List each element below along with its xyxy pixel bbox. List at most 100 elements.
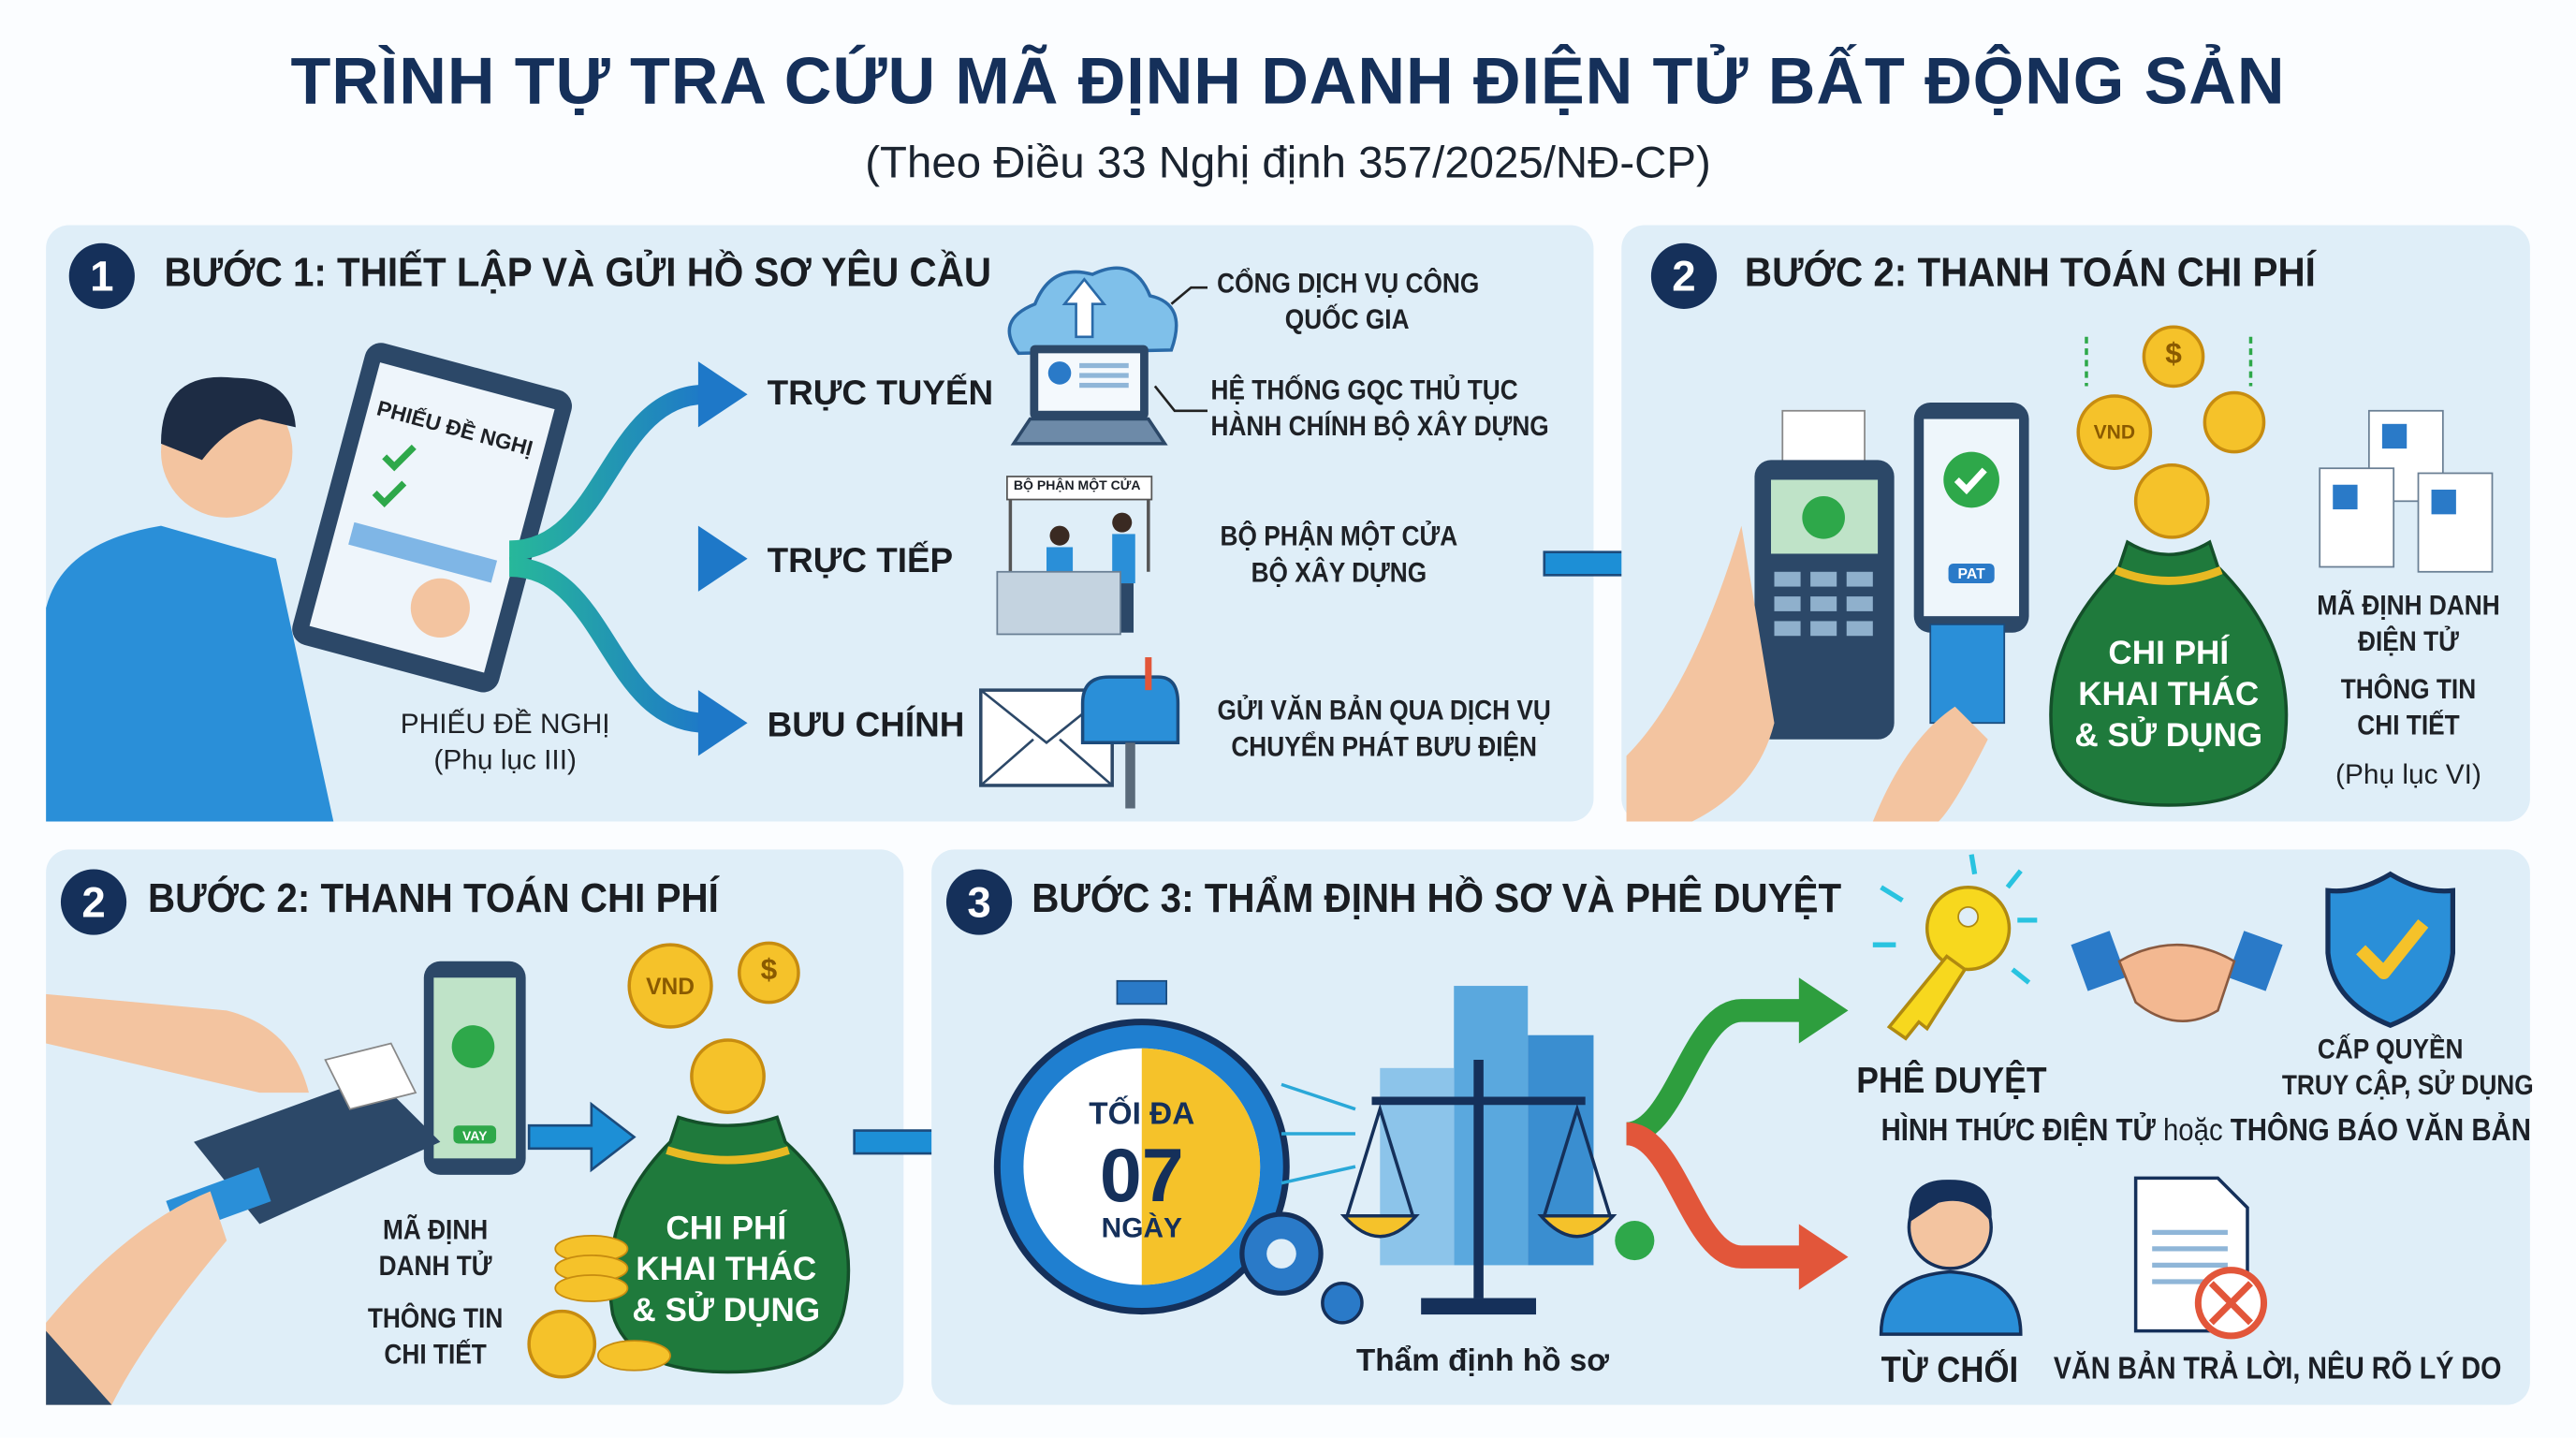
coin-usd — [690, 1038, 766, 1114]
result-form-label: HÌNH THỨC ĐIỆN TỬ hoặc THÔNG BÁO VĂN BẢN — [1881, 1114, 2531, 1151]
portal-line1: CỔNG DỊCH VỤ CÔNG — [1217, 268, 1480, 300]
channel-direct: TRỰC TIẾP — [767, 542, 954, 580]
post-line1: GỬI VĂN BẢN QUA DỊCH VỤ — [1217, 695, 1551, 726]
scales-buildings-illustration — [1281, 986, 1655, 1315]
step2-top-heading: BƯỚC 2: THANH TOÁN CHI PHÍ — [1744, 249, 2316, 296]
decision-arrows — [1624, 977, 1849, 1290]
check-icon — [372, 480, 407, 508]
system-label: HỆ THỐNG GQC THỦ TỤC HÀNH CHÍNH BỘ XÂY D… — [1211, 373, 1549, 445]
post-line2: CHUYỂN PHÁT BƯU ĐIỆN — [1231, 731, 1538, 763]
card-terminal-phone-illustration — [1626, 402, 2029, 822]
step3-badge: 3 — [945, 869, 1013, 935]
page-subtitle: (Theo Điều 33 Nghị định 357/2025/NĐ-CP) — [865, 138, 1711, 188]
id-line2: ĐIỆN TỬ — [2358, 625, 2459, 658]
upload-arrow-icon — [1061, 277, 1107, 339]
stopwatch-icon — [993, 979, 1364, 1325]
person-avatar-icon — [1879, 1180, 2023, 1336]
step1-heading: BƯỚC 1: THIẾT LẬP VÀ GỬI HỒ SƠ YÊU CẦU — [164, 249, 991, 296]
bag-line2: KHAI THÁC — [636, 1252, 817, 1288]
person-hair — [160, 376, 296, 461]
info-label: THÔNG TIN CHI TIẾT — [2307, 672, 2510, 744]
step2-bottom-heading: BƯỚC 2: THANH TOÁN CHI PHÍ — [147, 875, 719, 922]
branch-arrows — [508, 361, 748, 756]
id-label: MÃ ĐỊNH DANH ĐIỆN TỬ — [2307, 588, 2510, 660]
reject-desc: VĂN BẢN TRẢ LỜI, NÊU RÕ LÝ DO — [2053, 1352, 2502, 1387]
documents-icon — [2319, 409, 2494, 573]
approve-arrow — [1798, 977, 1849, 1044]
info-line1: THÔNG TIN — [367, 1302, 504, 1335]
globe-icon — [1047, 361, 1072, 385]
form-post: THÔNG BÁO VĂN BẢN — [2222, 1113, 2531, 1149]
system-line1: HỆ THỐNG GQC THỦ TỤC — [1210, 374, 1518, 406]
form-name: PHIẾU ĐỀ NGHỊ — [400, 708, 610, 740]
id-label: MÃ ĐỊNH DANH TỬ — [356, 1212, 515, 1284]
hand-icon — [410, 578, 470, 638]
arrow-head-online — [697, 361, 748, 428]
shield-check-icon — [2325, 871, 2455, 1029]
id-line1: MÃ ĐỊNH — [382, 1214, 489, 1246]
hand-icon — [46, 993, 309, 1093]
timer-value: 07 — [1099, 1132, 1184, 1218]
person-with-tablet-illustration — [46, 343, 572, 822]
counter-sign: BỘ PHẬN MỘT CỬA — [1013, 477, 1141, 493]
coin-usd — [738, 941, 800, 1005]
step2-bottom-badge: 2 — [60, 869, 127, 935]
reject-arrow — [1798, 1224, 1849, 1290]
counter-line1: BỘ PHẬN MỘT CỬA — [1220, 521, 1458, 552]
phone-badge: PAT — [1957, 565, 1985, 582]
hand-icon — [1626, 525, 1775, 822]
check-icon — [1802, 496, 1845, 539]
step2-top-badge: 2 — [1650, 242, 1718, 309]
bag-line1: CHI PHÍ — [666, 1211, 787, 1248]
counter-line2: BỘ XÂY DỰNG — [1251, 556, 1427, 589]
handshake-icon — [2071, 931, 2283, 1022]
coin-usd — [2142, 325, 2205, 389]
portal-label: CỔNG DỊCH VỤ CÔNG QUỐC GIA — [1217, 266, 1480, 338]
bag-line2: KHAI THÁC — [2078, 677, 2260, 713]
one-stop-counter-illustration — [996, 476, 1153, 636]
post-label: GỬI VĂN BẢN QUA DỊCH VỤ CHUYỂN PHÁT BƯU … — [1207, 694, 1560, 766]
rejection-document-icon — [2133, 1176, 2268, 1340]
timer-top: TỐI ĐA — [1089, 1097, 1195, 1133]
card-terminal-phone-illustration — [46, 961, 526, 1405]
money-bag-coins-illustration — [2049, 325, 2289, 807]
channel-post: BƯU CHÍNH — [767, 706, 965, 745]
coin-usd-label: $ — [2165, 336, 2182, 370]
mail-envelope-mailbox-icon — [979, 657, 1180, 809]
coin-vnd — [627, 943, 713, 1029]
key-icon — [1872, 854, 2038, 1041]
info-line2: CHI TIẾT — [2357, 710, 2460, 741]
credit-card-icon — [1929, 624, 2006, 725]
reject-label: TỪ CHỐI — [1881, 1348, 2019, 1390]
bag-line3: & SỬ DỤNG — [632, 1293, 821, 1329]
coin-usd — [2133, 462, 2210, 539]
form-appendix: (Phụ lục III) — [433, 744, 577, 776]
info-label: THÔNG TIN CHI TIẾT — [356, 1301, 515, 1373]
grant-line1: CẤP QUYỀN — [2317, 1033, 2464, 1065]
coin-usd-label: $ — [760, 952, 778, 987]
coin-usd — [527, 1309, 597, 1379]
person-body — [46, 525, 334, 822]
counter-label: BỘ PHẬN MỘT CỬA BỘ XÂY DỰNG — [1216, 520, 1462, 592]
info-line2: CHI TIẾT — [384, 1339, 487, 1371]
form-pre: HÌNH THỨC ĐIỆN TỬ — [1881, 1113, 2163, 1149]
coin-usd — [2203, 390, 2266, 454]
form-label: PHIẾU ĐỀ NGHỊ (Phụ lục III) — [378, 707, 633, 779]
money-bag-coins-illustration — [527, 941, 851, 1379]
arrow-head-post — [697, 690, 748, 756]
step1-badge: 1 — [68, 242, 135, 309]
appendix-label: (Phụ lục VI) — [2335, 758, 2481, 791]
bag-line3: & SỬ DỤNG — [2074, 717, 2263, 755]
fee-bag-label: CHI PHÍ KHAI THÁC & SỬ DỤNG — [611, 1210, 842, 1333]
channel-online: TRỰC TUYẾN — [767, 374, 994, 413]
id-line1: MÃ ĐỊNH DANH — [2317, 590, 2500, 622]
money-bag-icon — [2049, 539, 2289, 807]
info-line1: THÔNG TIN — [2340, 673, 2477, 705]
arrow-head-direct — [697, 525, 748, 592]
form-mid: hoặc — [2162, 1113, 2223, 1149]
review-label: Thẩm định hồ sơ — [1355, 1343, 1610, 1379]
approve-label: PHÊ DUYỆT — [1856, 1060, 2047, 1101]
step3-heading: BƯỚC 3: THẨM ĐỊNH HỒ SƠ VÀ PHÊ DUYỆT — [1032, 875, 1842, 922]
check-icon — [382, 444, 417, 472]
